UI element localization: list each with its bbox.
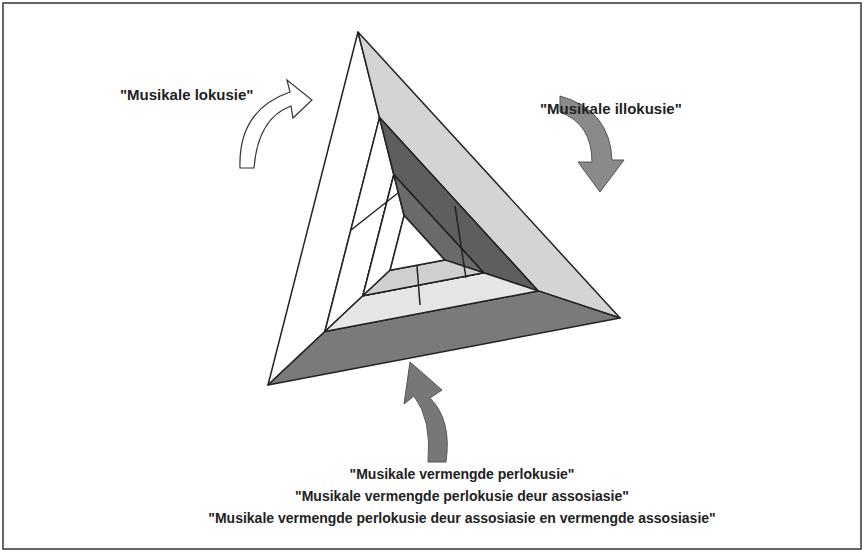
h-bar — [351, 193, 398, 230]
h-bar — [455, 206, 466, 278]
curved-arrow — [404, 362, 447, 462]
annotation-label: "Musikale lokusie" — [120, 86, 253, 104]
frame — [3, 3, 861, 549]
annotation-label: "Musikale vermengde perlokusie deur asso… — [295, 488, 629, 505]
annotation-label: "Musikale vermengde perlokusie" — [350, 466, 575, 483]
annotation-label: "Musikale vermengde perlokusie deur asso… — [208, 510, 715, 527]
inner-ring — [363, 175, 484, 296]
center-hole — [390, 216, 445, 271]
h-bar — [417, 266, 420, 305]
annotation-label: "Musikale illokusie" — [540, 100, 682, 118]
